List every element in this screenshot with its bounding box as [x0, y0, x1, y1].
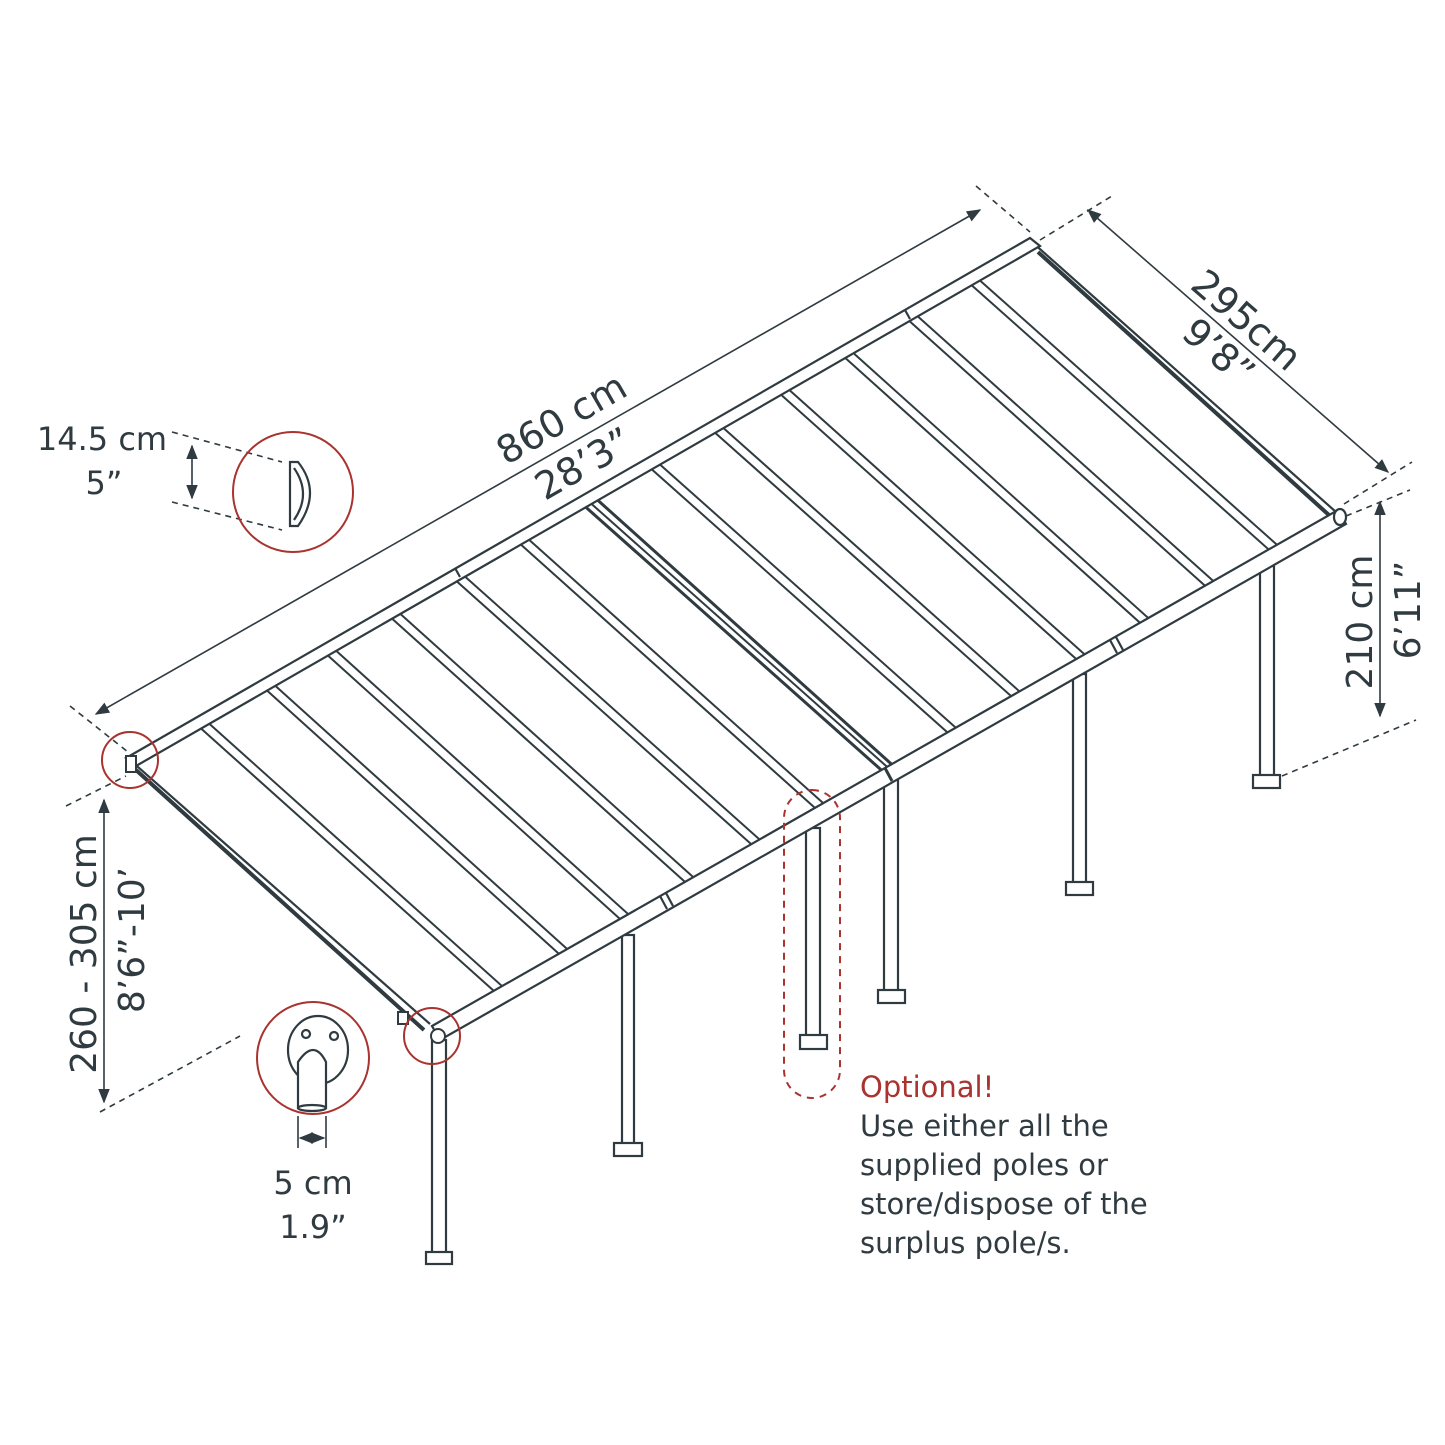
post-2	[612, 933, 644, 1158]
height-front-in-label: 8’6”-10’	[112, 867, 153, 1013]
pole-in-label: 1.9”	[279, 1208, 346, 1246]
height-back-in-label: 6’11”	[1388, 561, 1429, 660]
length-arrow	[94, 209, 982, 715]
optional-note-title: Optional!	[860, 1070, 995, 1104]
optional-pole-highlight	[783, 789, 841, 1099]
height-back-cm-label: 210 cm	[1340, 554, 1381, 689]
post-5	[1064, 672, 1095, 897]
optional-note-line: Use either all the	[860, 1109, 1109, 1143]
rafter-1	[195, 718, 513, 1001]
post-back-right	[1251, 564, 1282, 790]
pole-base-icon	[286, 1014, 350, 1113]
width-arrow	[1086, 209, 1390, 473]
detail-circles	[101, 431, 841, 1115]
post-4	[876, 778, 907, 1005]
corner-brackets	[125, 755, 446, 1044]
gutter-profile-icon	[288, 460, 311, 528]
optional-note-line: store/dispose of the	[860, 1187, 1148, 1221]
pole-cm-label: 5 cm	[273, 1164, 352, 1202]
optional-note-line: supplied poles or	[860, 1148, 1108, 1182]
posts	[424, 564, 1282, 1266]
height-front-cm-label: 260 - 305 cm	[64, 834, 105, 1074]
gutter-detail-circle	[232, 431, 354, 553]
post-front-left	[424, 1038, 454, 1266]
post-optional	[798, 826, 829, 1051]
gutter-cm-label: 14.5 cm	[37, 420, 167, 458]
gutter-in-label: 5”	[86, 464, 123, 502]
dimension-lines	[65, 185, 1417, 1148]
corner-front-highlight	[403, 1007, 461, 1065]
rafter-2	[261, 680, 577, 963]
pole-detail-circle	[256, 1001, 370, 1115]
corner-left-highlight	[101, 731, 159, 789]
optional-note: Optional! Use either all the supplied po…	[860, 1068, 1280, 1263]
optional-note-line: surplus pole/s.	[860, 1226, 1071, 1260]
